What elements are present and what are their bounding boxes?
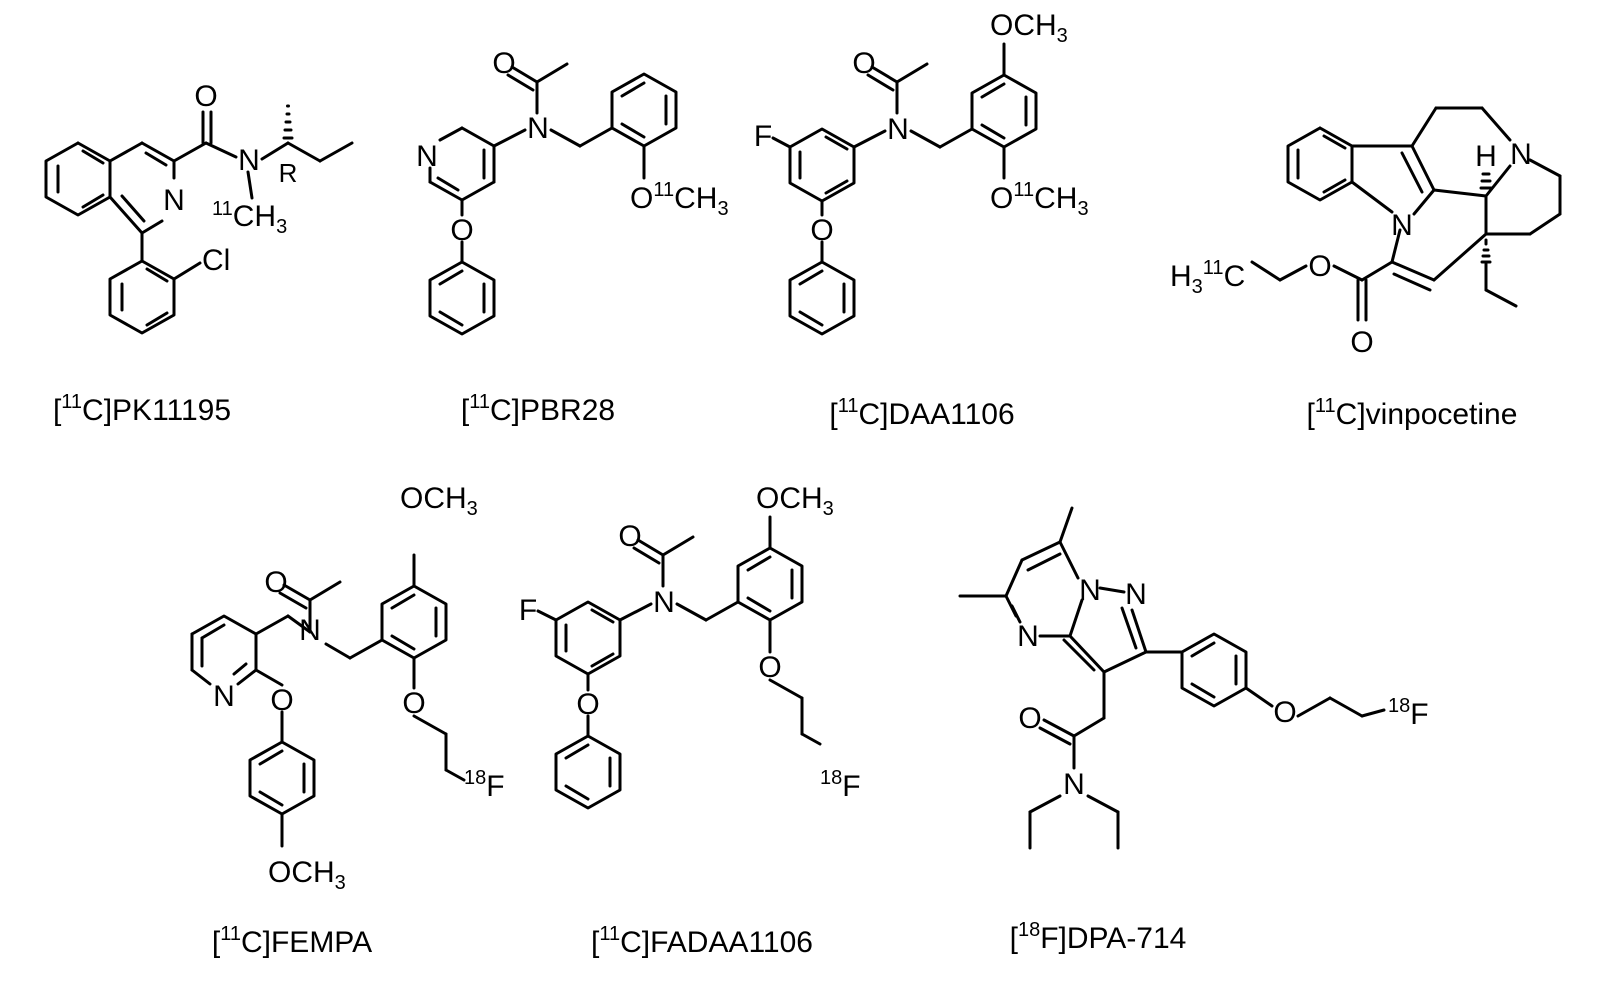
pk11195-bonds [44,104,354,335]
dpa714-amide-nitrogen: N [1063,768,1085,801]
pk11195-stereo-label: R [279,158,298,188]
compound-dpa714: N N N O N O 18F [18F]DPA-714 [958,506,1429,955]
vinpocetine-amine-nitrogen: N [1510,138,1532,171]
compound-fadaa1106: F N O O O OCH3 18F [11C]FADAA1106 [519,482,861,959]
fadaa1106-fluorine: F [519,594,537,627]
dpa714-bonds [958,506,1386,850]
fadaa1106-amide-nitrogen: N [653,586,675,619]
fempa-top-methoxy: OCH3 [400,482,478,520]
fempa-bottom-methoxy: OCH3 [268,856,346,894]
fempa-fluorine-18: 18F [464,767,505,803]
pk11195-amide-nitrogen: N [238,144,260,177]
compound-label: [18F]DPA-714 [1010,919,1187,955]
dpa714-pyrimidine-nitrogen: N [1017,620,1039,653]
pbr28-bonds [428,62,678,336]
pk11195-carbonyl-oxygen: O [194,80,217,113]
daa1106-amide-nitrogen: N [887,113,909,146]
pbr28-carbonyl-oxygen: O [492,47,515,80]
dpa714-fluorine-18: 18F [1388,695,1429,731]
fempa-ring-nitrogen: N [213,680,235,713]
compound-label: [11C]PBR28 [461,391,615,427]
pbr28-methoxy-group: O11CH3 [630,179,729,220]
compound-label: [11C]DAA1106 [829,395,1014,431]
fempa-fluoroethoxy-oxygen: O [402,687,425,720]
dpa714-carbonyl-oxygen: O [1018,702,1041,735]
daa1106-bonds [771,42,1038,336]
pk11195-methyl-group: 11CH3 [212,198,287,238]
vinpocetine-bonds [1250,106,1562,322]
dpa714-ether-oxygen: O [1273,696,1296,729]
compound-fempa: N N O O O OCH3 OCH3 18F [11C]FEMPA [190,482,505,959]
daa1106-top-methoxy: OCH3 [990,9,1068,47]
daa1106-labeled-methoxy: O11CH3 [990,179,1089,220]
fempa-amide-nitrogen: N [299,614,321,647]
compound-daa1106: F N O O OCH3 O11CH3 [11C]DAA1106 [754,9,1089,431]
pbr28-ring-nitrogen: N [416,140,438,173]
vinpocetine-ester-oxygen: O [1308,250,1331,283]
fadaa1106-fluorine-18: 18F [820,767,861,803]
fempa-bonds [190,553,466,848]
daa1106-fluorine: F [754,120,772,153]
daa1106-ether-oxygen: O [810,214,833,247]
fadaa1106-bonds [536,515,822,810]
daa1106-carbonyl-oxygen: O [852,47,875,80]
vinpocetine-carbonyl-oxygen: O [1350,326,1373,359]
dpa714-pyrazole-nitrogen: N [1125,578,1147,611]
compound-pbr28: N N O O O11CH3 [11C]PBR28 [416,47,728,427]
vinpocetine-hydrogen: H [1475,140,1497,173]
fempa-ether-oxygen: O [270,684,293,717]
vinpocetine-ethyl-label: H311C [1170,257,1245,298]
vinpocetine-indole-nitrogen: N [1391,209,1413,242]
fadaa1106-ether-oxygen: O [576,688,599,721]
fadaa1106-top-methoxy: OCH3 [756,482,834,520]
compound-label: [11C]vinpocetine [1307,395,1518,431]
dpa714-bridgehead-nitrogen: N [1079,574,1101,607]
pk11195-ring-nitrogen: N [163,184,185,217]
compound-label: [11C]FADAA1106 [591,923,813,959]
compound-pk11195: N O N Cl R 11CH3 [11C]PK11195 [44,80,354,427]
compound-label: [11C]PK11195 [53,391,231,427]
fempa-carbonyl-oxygen: O [264,566,287,599]
fadaa1106-carbonyl-oxygen: O [618,520,641,553]
pk11195-chlorine: Cl [202,244,230,277]
fadaa1106-fluoroethoxy-oxygen: O [758,651,781,684]
compound-vinpocetine: N N H O O H311C [11C]vinpocetine [1170,106,1562,431]
compound-label: [11C]FEMPA [212,923,372,959]
pbr28-ether-oxygen: O [450,214,473,247]
pbr28-amide-nitrogen: N [527,112,549,145]
